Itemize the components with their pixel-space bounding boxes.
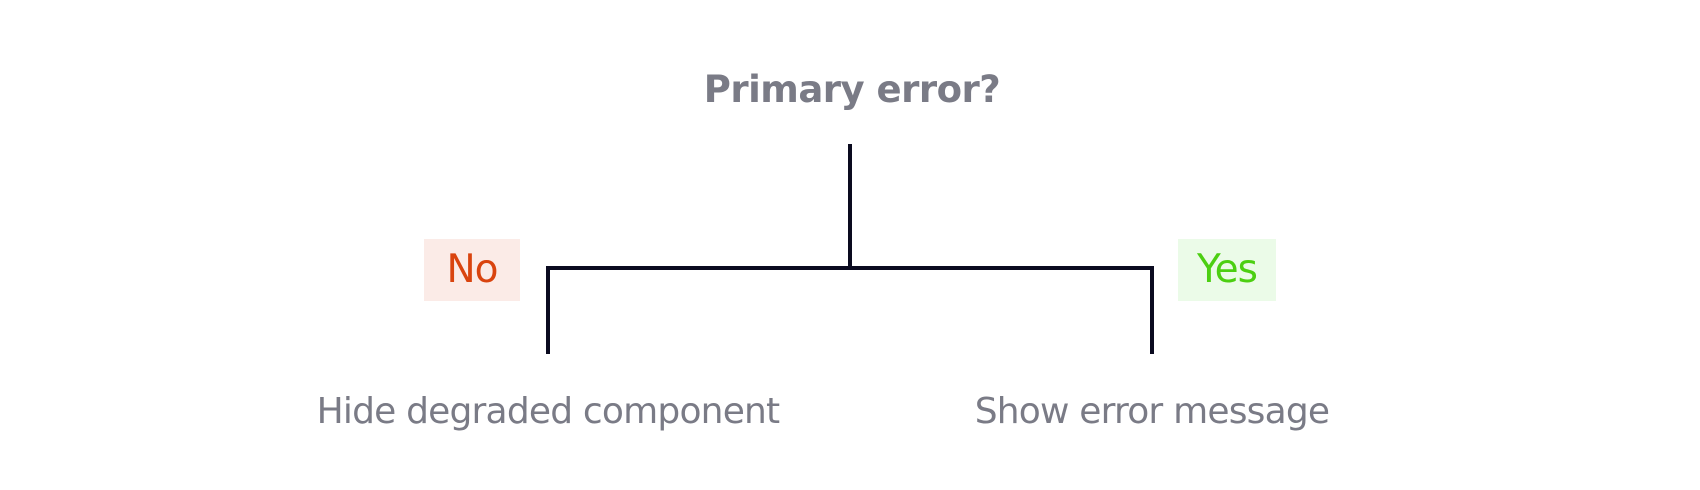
branch-yes-label: Yes: [1197, 247, 1258, 292]
outcome-yes: Show error message: [974, 391, 1330, 432]
connector-right-branch: [1150, 266, 1154, 354]
connector-stem: [848, 144, 852, 268]
outcome-no: Hide degraded component: [316, 391, 781, 432]
branch-yes-badge: Yes: [1178, 239, 1276, 301]
branch-no-label: No: [446, 247, 498, 292]
branch-no-badge: No: [424, 239, 520, 301]
decision-question-label: Primary error?: [703, 68, 1001, 111]
connector-left-branch: [546, 266, 550, 354]
decision-question: Primary error?: [0, 66, 1700, 114]
connector-branch-bar: [546, 266, 1154, 270]
